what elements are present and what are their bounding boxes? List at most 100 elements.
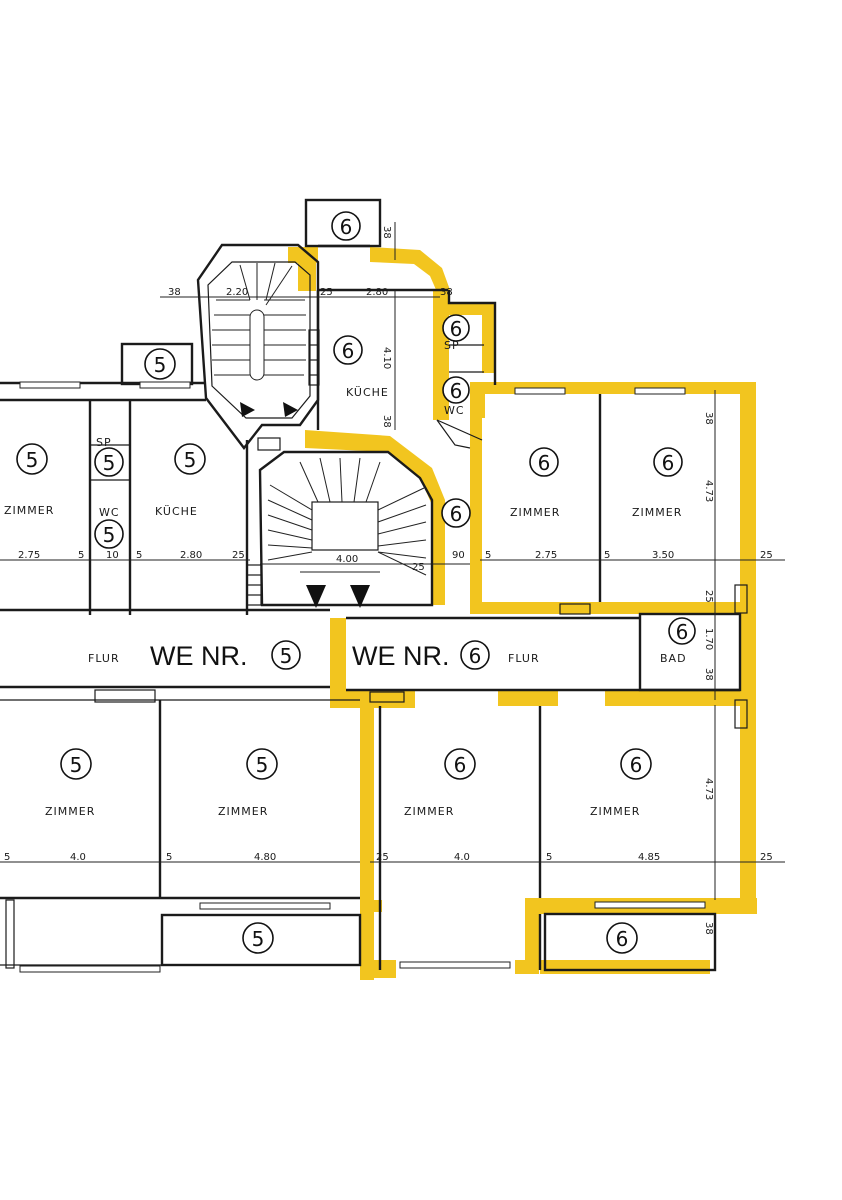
dimension-5: 5 <box>4 852 10 863</box>
unit-marker-balcony-top: 6 <box>331 211 361 241</box>
room-label-zimmer-a: ZIMMER <box>510 506 560 519</box>
dimension-5: 5 <box>485 550 491 561</box>
unit-number: 6 <box>676 620 689 644</box>
unit-number: 6 <box>450 502 463 526</box>
windows <box>19 381 706 973</box>
dimension-90: 90 <box>452 550 465 561</box>
unit-marker-balcony-bottom-left: 5 <box>242 922 274 954</box>
unit-headings: FLUR WE NR. 5 WE NR. 6 FLUR <box>88 640 540 671</box>
unit-number: 6 <box>340 215 353 239</box>
room-label-sp-left: SP <box>96 436 112 449</box>
unit-marker-zimmer-c: 5 <box>60 748 92 780</box>
heading-unit-5: 5 <box>280 644 293 668</box>
room-label-kueche-top: KÜCHE <box>346 386 389 399</box>
room-label-zimmer-top-left: ZIMMER <box>4 504 54 517</box>
room-label-zimmer-b: ZIMMER <box>632 506 682 519</box>
heading-we-nr-6: WE NR. <box>352 641 450 671</box>
room-label-sp-right: SP <box>444 339 460 352</box>
room-labels: KÜCHE KÜCHE ZIMMER ZIMMER ZIMMER ZIMMER … <box>4 339 686 818</box>
unit-number: 6 <box>538 451 551 475</box>
unit-number: 5 <box>252 927 265 951</box>
dimension-25: 25 <box>760 852 773 863</box>
unit-markers: 6 6 6 6 6 6 6 6 6 6 6 5 5 5 5 5 5 5 5 <box>16 211 696 954</box>
dimension-38: 38 <box>703 668 714 681</box>
unit-number: 6 <box>342 339 355 363</box>
dimension-4-10: 4.10 <box>381 347 392 369</box>
dimension-38: 38 <box>703 922 714 935</box>
unit-marker-zimmer-e: 6 <box>444 748 476 780</box>
dimension-5: 5 <box>136 550 142 561</box>
room-label-kueche-left: KÜCHE <box>155 505 198 518</box>
unit-marker-bad: 6 <box>668 617 696 645</box>
unit-number: 6 <box>662 451 675 475</box>
unit-marker-stair-right: 6 <box>441 498 471 528</box>
dimension-38: 38 <box>703 412 714 425</box>
unit-marker-kueche-left: 5 <box>174 443 206 475</box>
dimension-38: 38 <box>381 226 392 239</box>
dimension-38: 38 <box>168 287 181 298</box>
dimension-38: 38 <box>381 415 392 428</box>
unit-marker-sp-right: 6 <box>442 314 470 342</box>
dimension-5: 5 <box>78 550 84 561</box>
dimension-2-75: 2.75 <box>18 550 40 561</box>
dimension-5: 5 <box>546 852 552 863</box>
dimension-25: 25 <box>412 562 425 573</box>
dimension-10: 10 <box>106 550 119 561</box>
unit-number: 5 <box>103 523 116 547</box>
dimension-25: 25 <box>376 852 389 863</box>
flur-label-right: FLUR <box>508 652 540 665</box>
dimension-4-73: 4.73 <box>703 480 714 502</box>
dimension-25: 25 <box>232 550 245 561</box>
room-label-zimmer-f: ZIMMER <box>590 805 640 818</box>
unit-marker-zimmer-d: 5 <box>246 748 278 780</box>
dimension-4-80: 4.80 <box>254 852 276 863</box>
unit-marker-wc-left: 5 <box>94 519 124 549</box>
room-label-wc-left: WC <box>99 506 120 519</box>
dimension-4-85: 4.85 <box>638 852 660 863</box>
heading-unit-6: 6 <box>469 644 482 668</box>
dimension-3-50: 3.50 <box>652 550 674 561</box>
heading-we-nr-5: WE NR. <box>150 641 248 671</box>
unit-number: 5 <box>184 448 197 472</box>
stair-detail <box>94 262 748 729</box>
dimension-25: 25 <box>320 287 333 298</box>
dimension-2-20: 2.20 <box>226 287 248 298</box>
unit-number: 6 <box>450 317 463 341</box>
unit-number: 6 <box>630 753 643 777</box>
room-label-wc-right: WC <box>444 404 465 417</box>
unit-marker-zimmer-a: 6 <box>529 447 559 477</box>
dimension-4-0: 4.0 <box>70 852 86 863</box>
unit-number: 6 <box>454 753 467 777</box>
flur-label-left: FLUR <box>88 652 120 665</box>
dimension-1-70: 1.70 <box>703 628 714 650</box>
dimension-5: 5 <box>166 852 172 863</box>
dimension-4-73: 4.73 <box>703 778 714 800</box>
dimension-4-00: 4.00 <box>336 554 358 565</box>
dimension-25: 25 <box>760 550 773 561</box>
dimension-2-80: 2.80 <box>366 287 388 298</box>
unit-number: 6 <box>450 379 463 403</box>
unit-number: 5 <box>70 753 83 777</box>
unit-number: 5 <box>256 753 269 777</box>
unit-6-walls <box>288 247 757 980</box>
unit-number: 5 <box>103 451 116 475</box>
dimension-25: 25 <box>703 590 714 603</box>
unit-marker-wc-right: 6 <box>442 376 470 404</box>
unit-marker-zimmer-b: 6 <box>653 447 683 477</box>
dimension-38: 38 <box>440 287 453 298</box>
unit-marker-kueche-top: 6 <box>333 335 363 365</box>
dimension-texts: 38 2.20 25 2.80 38 4.10 38 38 38 4.73 2.… <box>4 226 773 935</box>
dimension-4-0: 4.0 <box>454 852 470 863</box>
dimension-2-75: 2.75 <box>535 550 557 561</box>
unit-marker-zimmer-top-left: 5 <box>16 443 48 475</box>
room-label-zimmer-d: ZIMMER <box>218 805 268 818</box>
unit-number: 5 <box>26 448 39 472</box>
unit-marker-zimmer-f: 6 <box>620 748 652 780</box>
room-label-zimmer-c: ZIMMER <box>45 805 95 818</box>
unit-number: 6 <box>616 927 629 951</box>
dimension-lines <box>0 222 785 900</box>
unit-marker-balcony-bottom-right: 6 <box>606 922 638 954</box>
unit-number: 5 <box>154 353 167 377</box>
room-label-zimmer-e: ZIMMER <box>404 805 454 818</box>
